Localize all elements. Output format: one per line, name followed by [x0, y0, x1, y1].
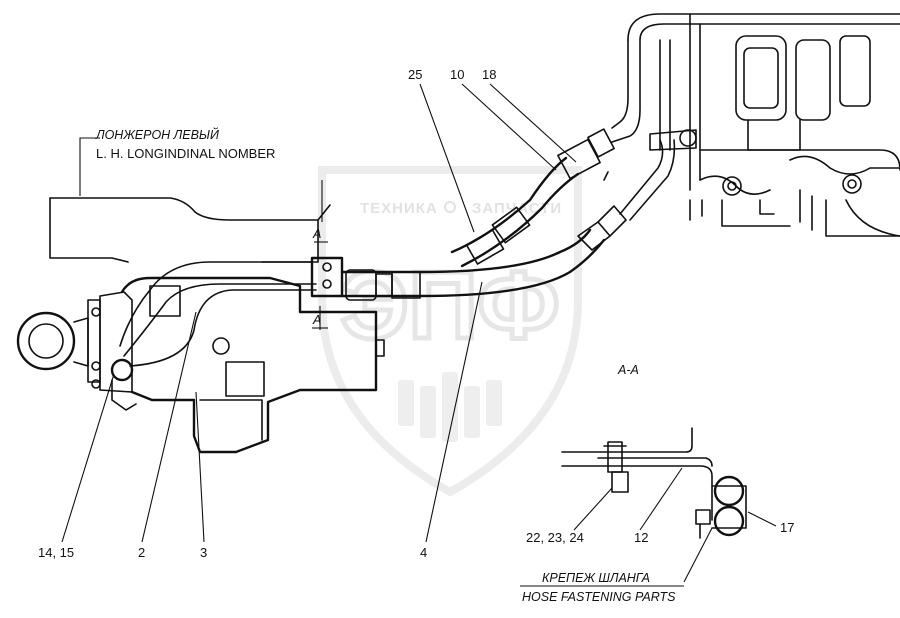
watermark-logo-text: ЭПФ	[340, 252, 559, 359]
frame-rail	[49, 197, 331, 263]
hose-lower	[340, 139, 676, 301]
callout-10: 10	[450, 67, 464, 82]
callout-4: 4	[420, 545, 427, 560]
section-title: A-A	[617, 363, 639, 377]
callout-12: 12	[634, 530, 648, 545]
pipe-lines	[119, 261, 317, 367]
frame-label-ru: ЛОНЖЕРОН ЛЕВЫЙ	[95, 126, 219, 142]
leader-lines	[61, 83, 777, 587]
frame-label-en: L. H. LONGINDINAL NOMBER	[96, 146, 275, 161]
callout-22-23-24: 22, 23, 24	[526, 530, 584, 545]
callout-17: 17	[780, 520, 794, 535]
callout-2: 2	[138, 545, 145, 560]
section-mark-top: A	[312, 227, 321, 241]
hose-upper	[450, 39, 641, 268]
watermark-logo: ТЕХНИКА ЗАПЧАСТИ ЭПФ	[318, 166, 582, 497]
annotations: ЛОНЖЕРОН ЛЕВЫЙ L. H. LONGINDINAL NOMBER …	[38, 67, 794, 604]
callout-18: 18	[482, 67, 496, 82]
section-aa-detail: A-A	[561, 363, 747, 539]
section-marks: A A	[312, 180, 328, 330]
callout-3: 3	[200, 545, 207, 560]
hose-fastening-en: HOSE FASTENING PARTS	[522, 590, 676, 604]
section-mark-bottom: A	[312, 313, 321, 327]
hose-fastening-ru: КРЕПЕЖ ШЛАНГА	[542, 571, 650, 585]
pipe-clamp	[310, 256, 344, 298]
callout-14-15: 14, 15	[38, 545, 74, 560]
engine-block	[627, 13, 900, 237]
steering-gear	[16, 276, 385, 454]
callout-25: 25	[408, 67, 422, 82]
watermark-left-text: ТЕХНИКА	[360, 200, 438, 217]
